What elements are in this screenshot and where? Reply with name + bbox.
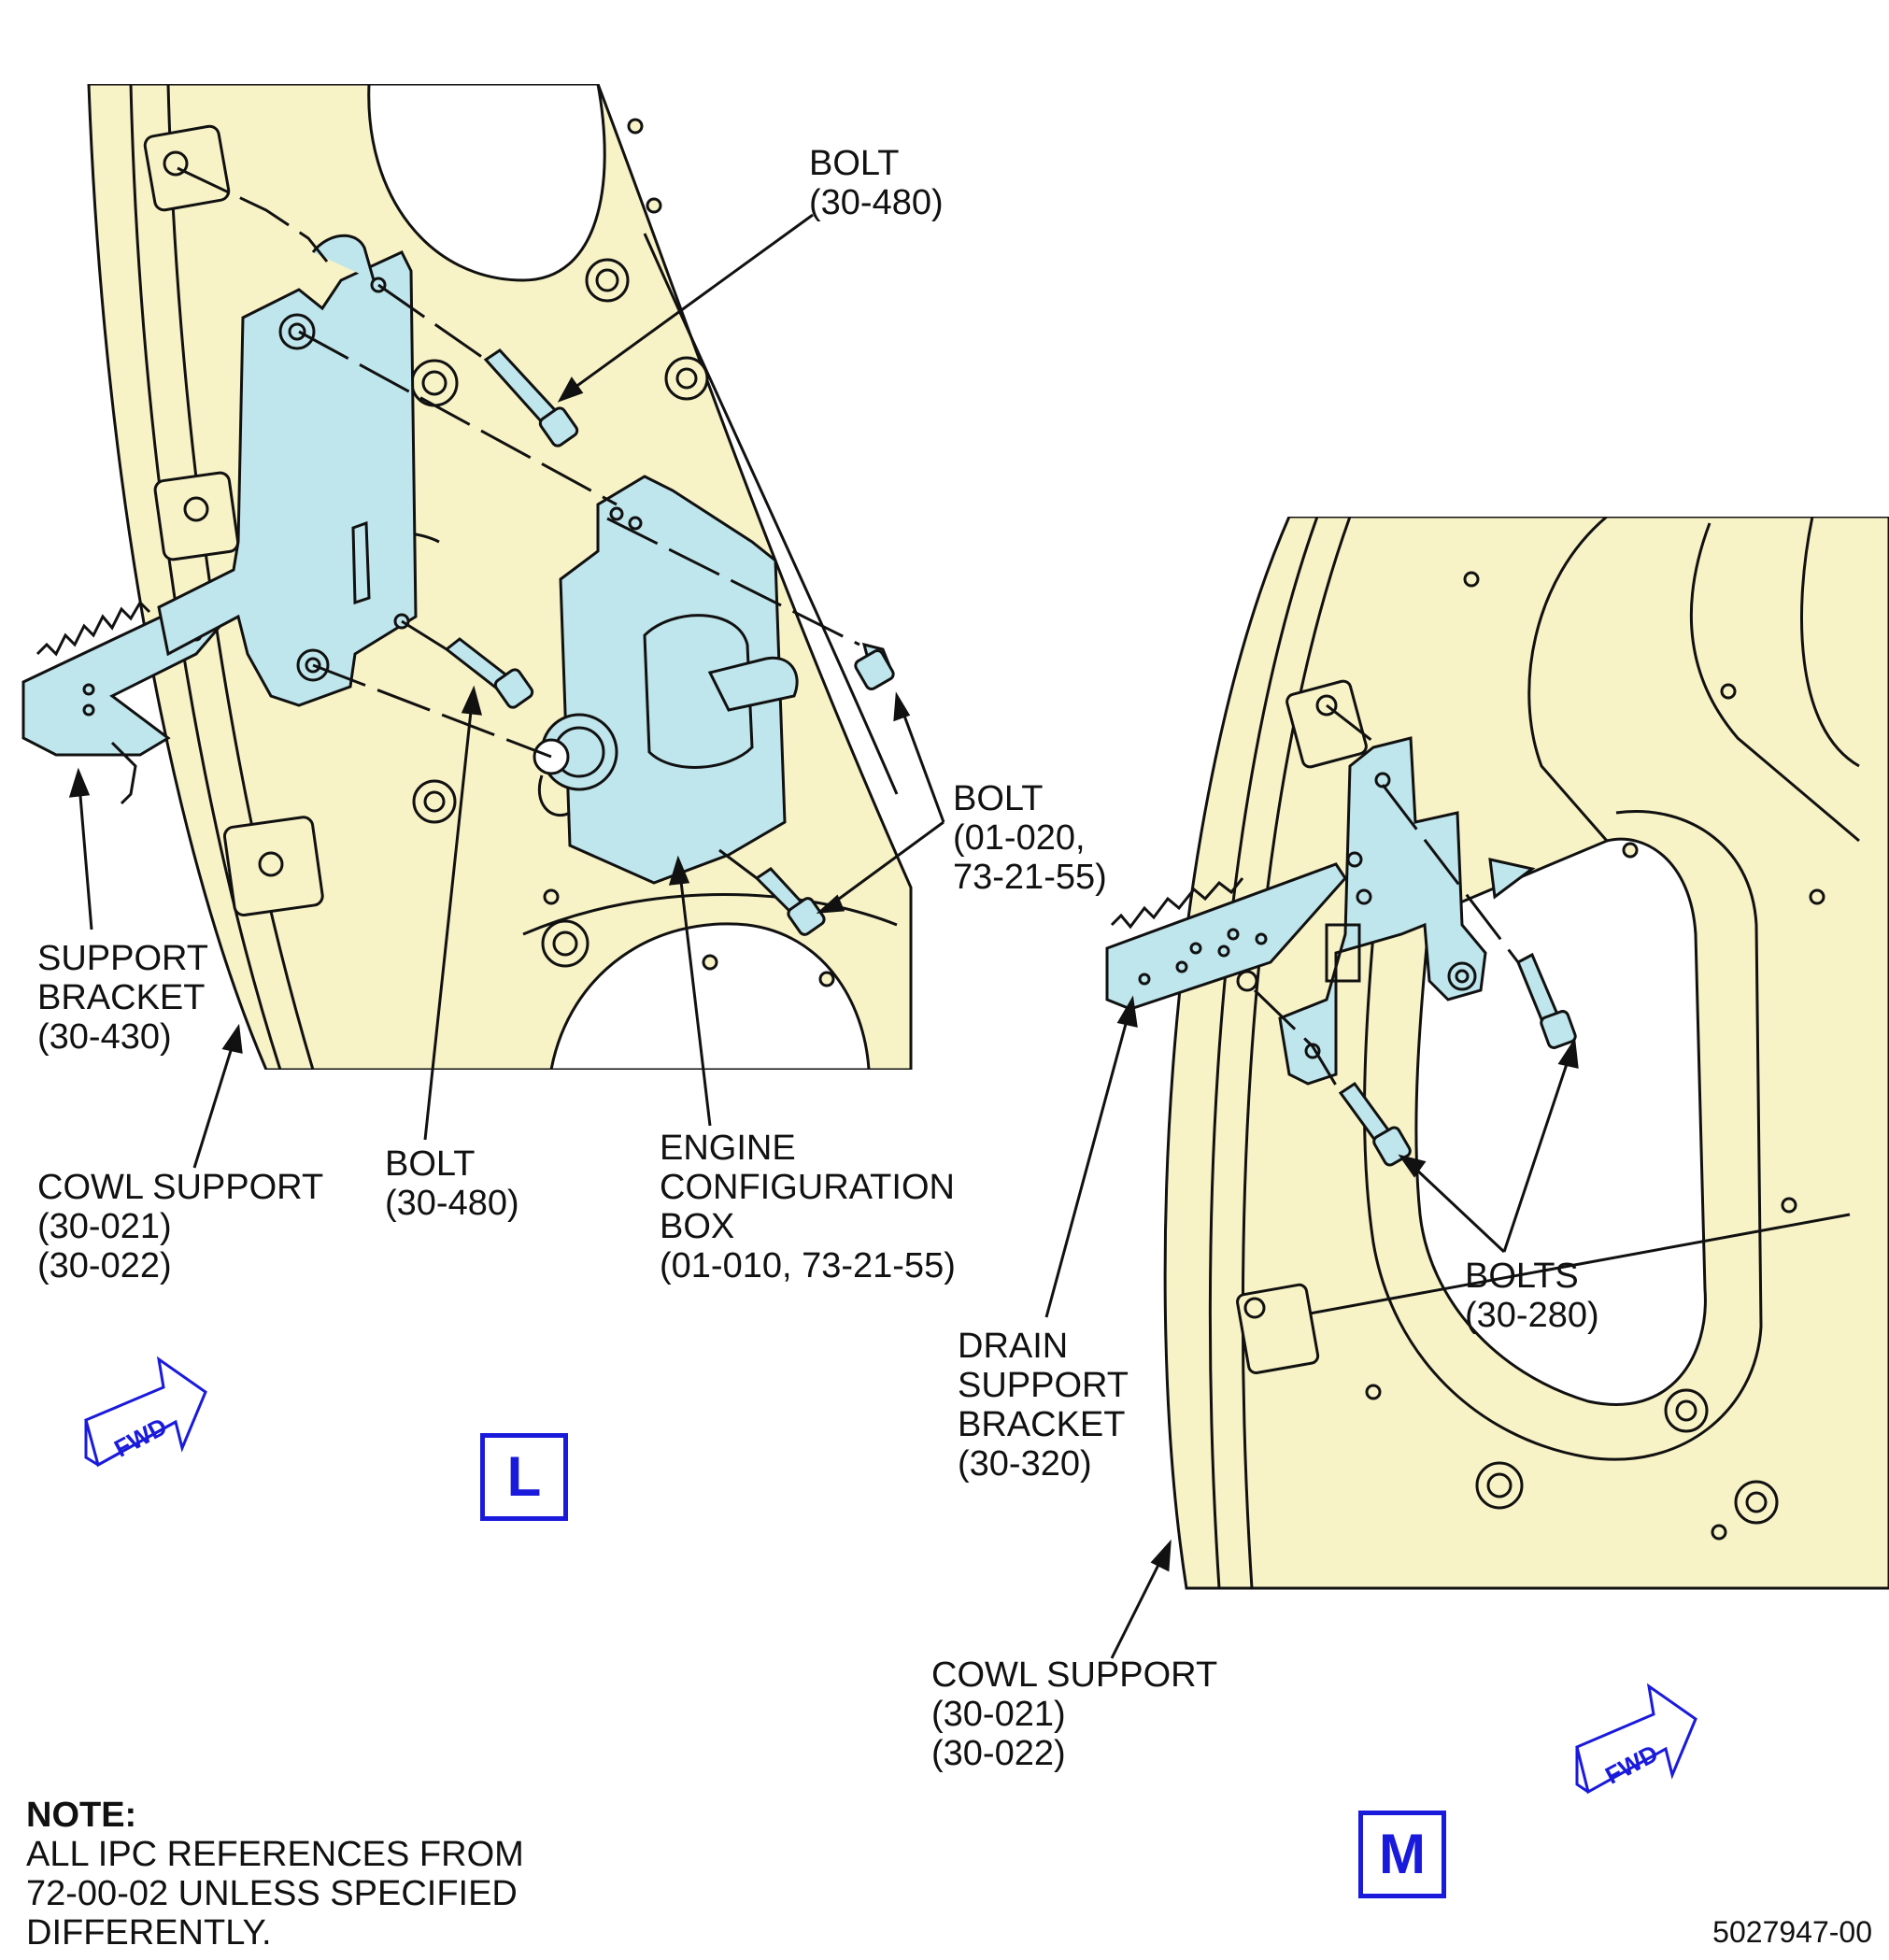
label-line: (30-022) — [37, 1246, 172, 1285]
fwd-arrow-icon-m — [1575, 1683, 1697, 1795]
label-line: BRACKET — [958, 1405, 1126, 1444]
label-line: BOX — [660, 1207, 735, 1246]
label-line: (30-280) — [1465, 1296, 1599, 1335]
leaders-l — [68, 213, 945, 1169]
label-line: CONFIGURATION — [660, 1168, 955, 1207]
label-line: 73-21-55) — [953, 858, 1107, 897]
main-bracket-l — [157, 234, 418, 707]
note-block: NOTE: ALL IPC REFERENCES FROM 72-00-02 U… — [26, 1796, 524, 1953]
leaders-m — [1044, 995, 1579, 1659]
label-drain-support-bracket: DRAIN SUPPORT BRACKET (30-320) — [958, 1327, 1129, 1484]
label-bolts-m: BOLTS (30-280) — [1465, 1257, 1599, 1335]
label-line: (30-320) — [958, 1444, 1092, 1484]
label-line: (30-022) — [931, 1734, 1066, 1773]
label-line: (30-480) — [809, 183, 944, 222]
bolts-m — [1338, 952, 1577, 1167]
document-number: 5027947-00 — [1712, 1915, 1872, 1949]
label-line: COWL SUPPORT — [931, 1655, 1218, 1695]
label-line: BOLT — [953, 779, 1044, 818]
label-line: (01-020, — [953, 818, 1086, 858]
label-cowl-support-l: COWL SUPPORT (30-021) (30-022) — [37, 1168, 323, 1285]
view-label-m: M — [1358, 1811, 1446, 1898]
engine-configuration-box — [533, 475, 799, 885]
label-line: BOLTS — [1465, 1257, 1579, 1296]
view-label-l: L — [480, 1433, 568, 1521]
assembly-lines-l — [177, 166, 860, 880]
label-line: BOLT — [385, 1144, 476, 1184]
label-line: SUPPORT — [958, 1366, 1129, 1405]
note-line: DIFFERENTLY. — [26, 1913, 272, 1953]
note-line: ALL IPC REFERENCES FROM — [26, 1835, 524, 1874]
label-line: (30-021) — [37, 1207, 172, 1246]
note-line: 72-00-02 UNLESS SPECIFIED — [26, 1874, 518, 1913]
label-line: (30-430) — [37, 1017, 172, 1057]
label-line: DRAIN — [958, 1327, 1069, 1366]
label-line: (30-021) — [931, 1695, 1066, 1734]
label-line: SUPPORT — [37, 939, 209, 978]
label-line: BOLT — [809, 144, 900, 183]
label-engine-configuration-box: ENGINE CONFIGURATION BOX (01-010, 73-21-… — [660, 1129, 956, 1285]
label-bolt-bottom: BOLT (30-480) — [385, 1144, 519, 1223]
label-cowl-support-m: COWL SUPPORT (30-021) (30-022) — [931, 1655, 1217, 1773]
label-line: BRACKET — [37, 978, 206, 1017]
note-heading: NOTE: — [26, 1796, 137, 1835]
label-line: (01-010, 73-21-55) — [660, 1246, 956, 1285]
cowl-support-panel-m — [1163, 517, 1889, 1590]
label-line: COWL SUPPORT — [37, 1168, 324, 1207]
label-support-bracket: SUPPORT BRACKET (30-430) — [37, 939, 208, 1057]
drain-support-bracket-m — [1105, 862, 1347, 1011]
assembly-lines-m — [1253, 703, 1520, 1094]
label-bolt-top: BOLT (30-480) — [809, 144, 944, 222]
main-bracket-m — [1278, 736, 1536, 1086]
bolts-l — [444, 348, 895, 936]
label-line: (30-480) — [385, 1184, 519, 1223]
label-bolt-right: BOLT (01-020, 73-21-55) — [953, 779, 1107, 897]
label-line: ENGINE — [660, 1129, 796, 1168]
fwd-arrow-icon-l — [84, 1356, 207, 1468]
